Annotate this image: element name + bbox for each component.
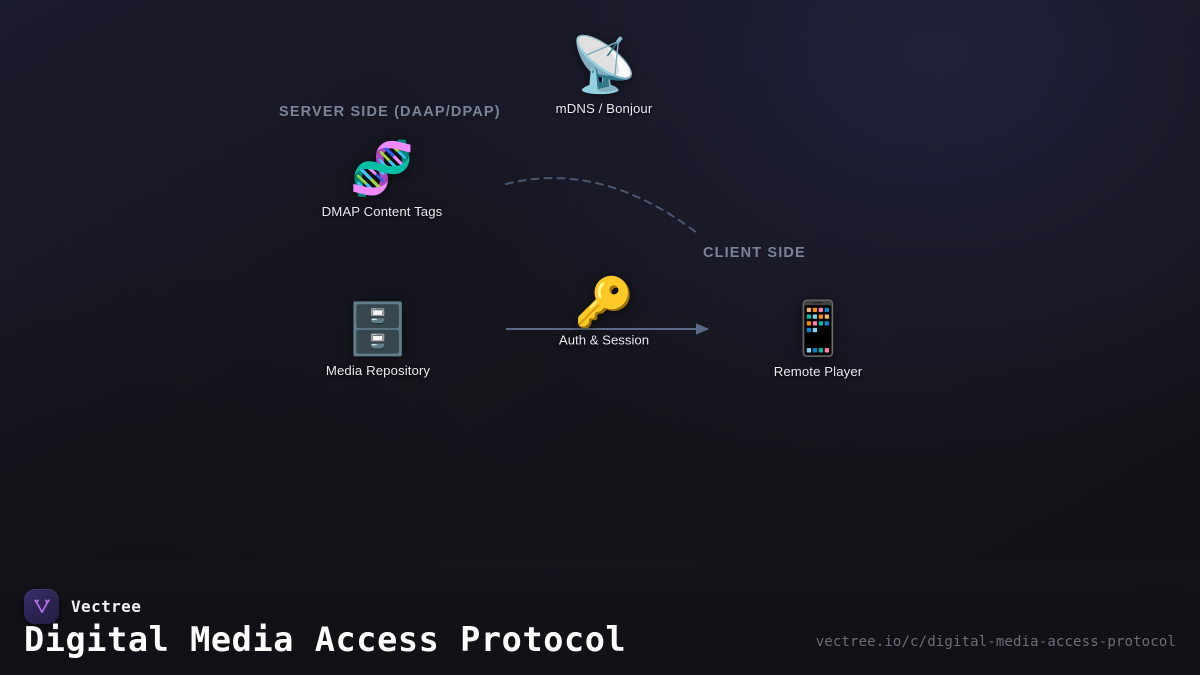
node-media-repository[interactable]: 🗄️ Media Repository <box>326 304 430 378</box>
mobile-phone-icon: 📱 <box>785 299 851 359</box>
diagram-canvas: SERVER SIDE (DAAP/DPAP) CLIENT SIDE 📡 mD… <box>279 33 863 380</box>
vectree-logo-icon <box>24 589 59 624</box>
edge-label-auth-session[interactable]: 🔑 Auth & Session <box>559 279 649 348</box>
node-dmap-content-tags[interactable]: 🧬 DMAP Content Tags <box>322 143 443 219</box>
node-label-media-repository: Media Repository <box>325 363 431 378</box>
node-label-mdns-bonjour: mDNS / Bonjour <box>555 101 653 116</box>
edge-discovery-arc <box>505 177 698 234</box>
brand-row[interactable]: Vectree <box>24 589 141 624</box>
zone-label-server-side: SERVER SIDE (DAAP/DPAP) <box>279 104 501 120</box>
node-mdns-bonjour[interactable]: 📡 mDNS / Bonjour <box>555 33 653 117</box>
deck-title: Digital Media Access Protocol <box>24 620 627 659</box>
key-icon: 🔑 <box>574 274 634 331</box>
deck-url: vectree.io/c/digital-media-access-protoc… <box>815 634 1176 650</box>
brand-name: Vectree <box>71 597 142 616</box>
satellite-antenna-icon: 📡 <box>570 33 638 96</box>
node-label-remote-player: Remote Player <box>773 364 863 379</box>
node-label-dmap-content-tags: DMAP Content Tags <box>321 204 443 219</box>
footer-bar: Vectree Digital Media Access Protocol ve… <box>0 562 1200 675</box>
edge-label-text-auth-session: Auth & Session <box>558 332 650 348</box>
file-cabinet-icon: 🗄️ <box>346 300 410 358</box>
zone-label-client-side: CLIENT SIDE <box>703 245 806 261</box>
dna-icon: 🧬 <box>349 139 415 199</box>
node-remote-player[interactable]: 📱 Remote Player <box>774 303 863 379</box>
